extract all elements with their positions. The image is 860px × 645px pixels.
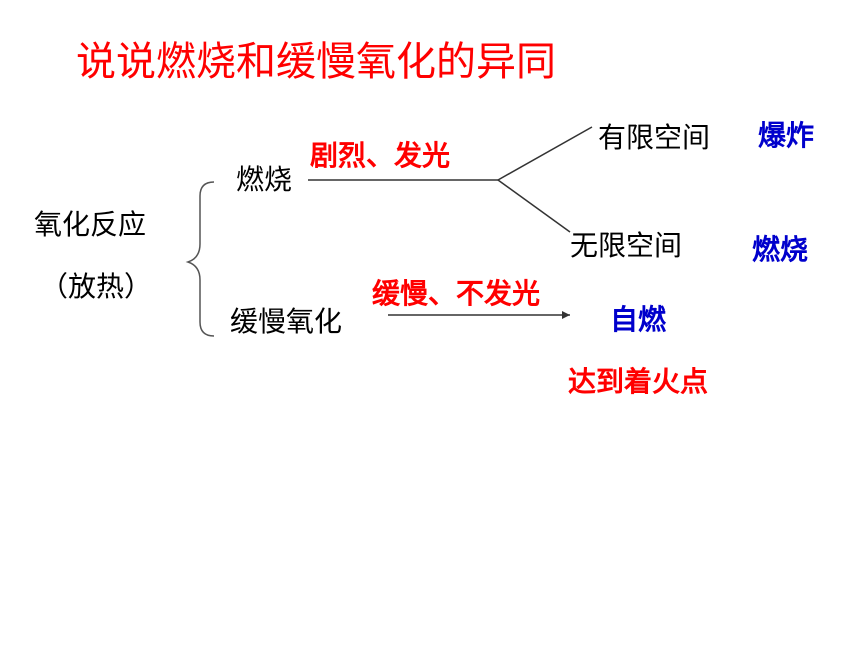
root-label: 氧化反应 <box>34 208 147 241</box>
spontaneous-combustion: 自燃 <box>610 303 667 336</box>
slide-title: 说说燃烧和缓慢氧化的异同 <box>76 39 556 85</box>
combustion-feature: 剧烈、发光 <box>310 139 451 172</box>
outcome-result-burning: 燃烧 <box>752 233 809 266</box>
outcome-result-explosion: 爆炸 <box>758 119 815 152</box>
combustion-label: 燃烧 <box>236 163 293 196</box>
outcome-space-unlimited: 无限空间 <box>570 229 683 262</box>
arrow-head <box>562 311 570 319</box>
root-note: （放热） <box>40 270 153 303</box>
slow-oxidation-feature: 缓慢、不发光 <box>372 277 541 310</box>
ignition-condition: 达到着火点 <box>568 365 709 398</box>
fork-upper-line <box>497 126 593 181</box>
slow-oxidation-label: 缓慢氧化 <box>230 305 343 338</box>
fork-lower-line <box>497 179 571 233</box>
curly-brace <box>185 181 215 337</box>
outcome-space-limited: 有限空间 <box>598 121 711 154</box>
